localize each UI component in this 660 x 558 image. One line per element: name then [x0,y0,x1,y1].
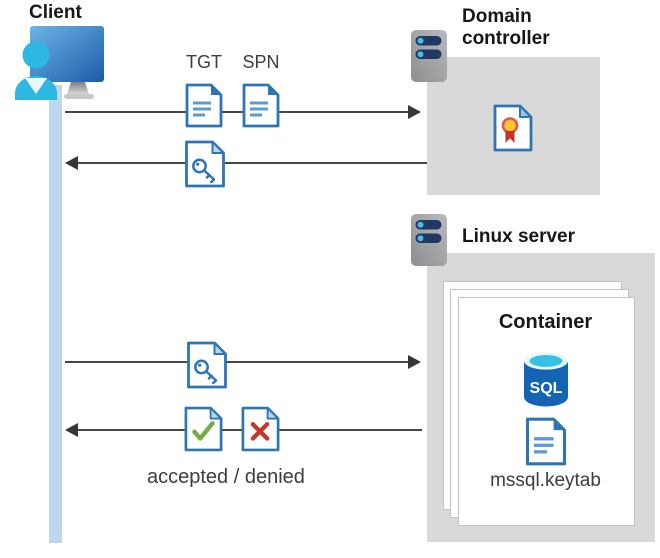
spn-label: SPN [242,52,280,72]
sql-badge-text: SQL [530,380,563,397]
keytab-document-icon [525,417,567,466]
linux-server-icon [411,214,447,266]
domain-controller-title: Domain controller [462,6,550,49]
flow1-line [65,111,410,113]
spn-document-icon [242,83,280,128]
flow4-arrowhead-left-icon [65,423,78,437]
tgt-label: TGT [186,52,222,72]
linux-server-title: Linux server [462,226,575,247]
flow3-arrowhead-right-icon [408,355,421,369]
client-lifeline [49,85,62,543]
client-workstation-icon [15,26,104,100]
result-label: accepted / denied [147,466,305,488]
certificate-icon [493,104,533,152]
flow3-line [65,361,410,363]
flow1-arrowhead-right-icon [408,105,421,119]
denied-document-icon [241,406,280,452]
container-card-front [458,297,635,526]
client-title: Client [29,2,82,23]
domain-controller-server-icon [411,30,447,82]
flow2-arrowhead-left-icon [65,156,78,170]
container-title: Container [498,311,593,333]
key-ticket-document-icon-2 [187,341,227,389]
key-ticket-document-icon [185,140,225,188]
sql-database-icon: SQL [524,352,568,407]
accepted-document-icon [184,406,223,452]
keytab-label: mssql.keytab [490,470,601,491]
tgt-document-icon [185,83,223,128]
flow2-line [76,162,427,164]
